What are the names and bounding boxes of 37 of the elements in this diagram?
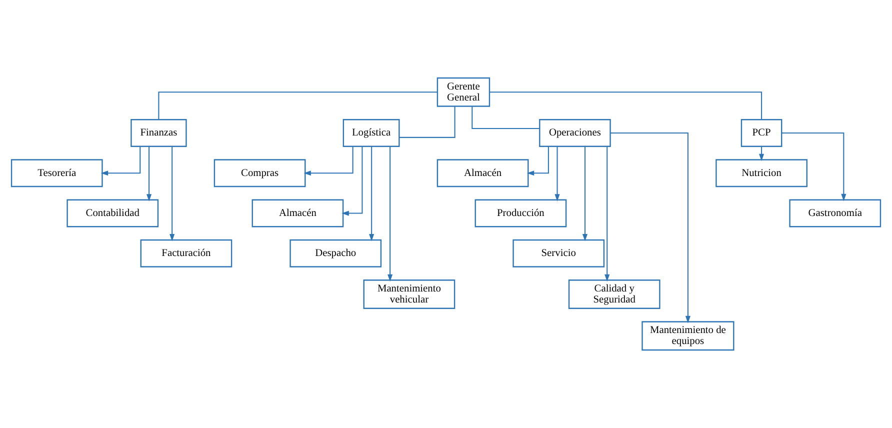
node-box: Contabilidad [66,199,159,228]
arrow [369,146,374,242]
node-box: Logística [342,119,400,147]
arrow [342,146,363,216]
connector [158,92,438,120]
node-box: Nutricion [716,159,808,188]
node-box: Calidad y Seguridad [568,280,660,309]
node-box: Despacho [290,239,382,268]
node-box: Mantenimiento vehicular [363,280,456,309]
arrow [388,146,393,282]
node-box: Mantenimiento de equipos [642,321,734,351]
node-box: Compras [214,159,306,188]
node-box: Tesorería [10,159,103,188]
node-box: Finanzas [130,119,187,147]
arrow [758,146,764,162]
node-box: Facturación [140,239,232,268]
arrow [604,146,610,282]
connector [399,106,456,138]
connector [490,92,762,120]
arrow [582,146,588,242]
node-box: Operaciones [539,119,611,147]
node-box: Gerente General [436,77,490,107]
arrow [146,146,152,202]
arrow [610,132,690,324]
connector [472,106,540,130]
arrow [304,146,354,176]
node-box: Producción [474,199,567,228]
node-box: Almacén [436,159,529,188]
arrow [554,146,560,202]
node-box: Servicio [512,239,605,268]
node-box: Almacén [252,199,344,228]
node-box: Gastronomía [789,199,882,228]
arrow [170,146,175,242]
arrow [100,146,141,176]
arrow [782,132,846,202]
node-box: PCP [740,119,782,147]
arrow [526,146,549,176]
